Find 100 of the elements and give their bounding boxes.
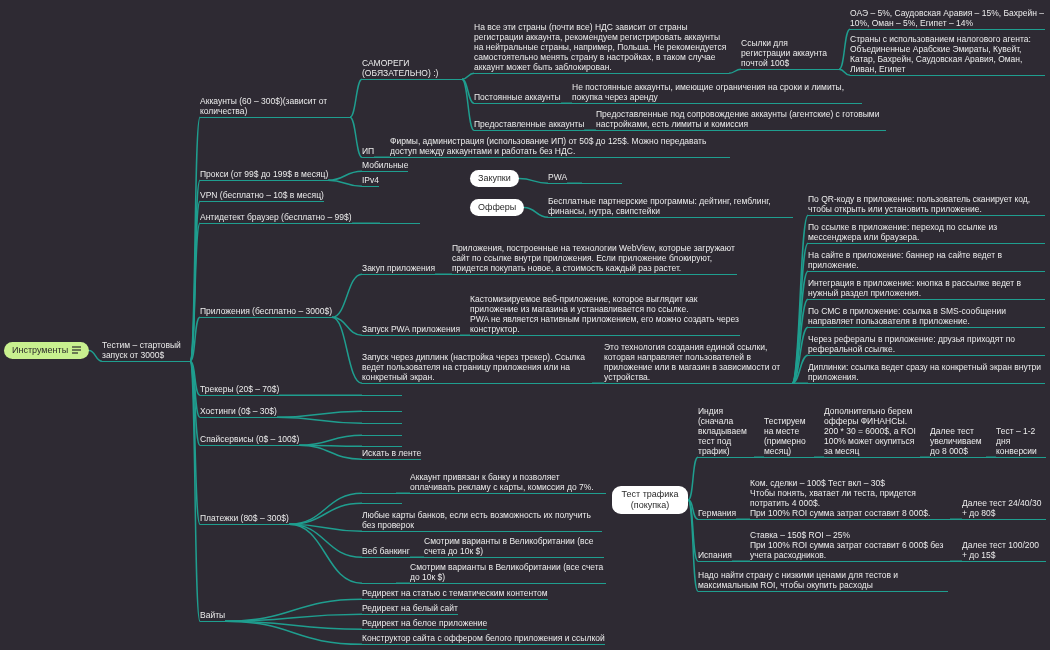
- branch-line: [949, 560, 963, 562]
- topic-paragraph: 200 * 30 = 6000$, а ROI 100% может окупиться за месяц: [824, 426, 917, 456]
- branch-line: [838, 28, 851, 70]
- branch-line: [189, 360, 201, 418]
- branch-topic: Веб банкинг: [362, 546, 410, 558]
- central-topic: Тест трафика (покупка): [612, 486, 688, 514]
- branch-line: [189, 360, 201, 396]
- branch-line: [298, 434, 363, 446]
- branch-topic: Предоставленные под сопровождение аккаунты (агентские) с готовыми настройками, есть лимиты и комиссия: [596, 109, 886, 131]
- branch-line: [461, 72, 475, 80]
- branch-line: [189, 360, 201, 525]
- central-topic: [4, 341, 90, 359]
- branch-line: [224, 620, 363, 645]
- branch-line: [985, 456, 997, 458]
- branch-topic: [824, 406, 920, 458]
- branch-topic: Закуп приложения: [362, 263, 436, 275]
- branch-topic: Ссылки для регистрации аккаунта почтой 100$: [741, 38, 839, 70]
- branch-line: [395, 492, 411, 494]
- branch-topic: Далее тест увеличиваем до 8 000$: [930, 426, 986, 458]
- branch-topic: VPN (бесплатно – 10$ в месяц): [200, 190, 324, 202]
- branch-line: [461, 78, 475, 104]
- branch-topic: Индия (сначала вкладываем тест под трафик): [698, 406, 754, 458]
- branch-line: [278, 394, 363, 396]
- branch-line: [276, 416, 363, 424]
- branch-line: [687, 456, 699, 501]
- branch-topic: Не постоянные аккаунты, имеющие ограничения на сроки и лимиты, покупка через аренду: [572, 82, 862, 104]
- branch-topic: По QR-коду в приложение: пользователь сканирует код, чтобы открыть или установить приложение.: [808, 194, 1045, 216]
- branch-line: [566, 182, 583, 184]
- branch-topic: Аккаунт привязан к банку и позволяет оплачивать рекламу с карты, комиссия до 7%.: [410, 472, 606, 494]
- branch-topic: На все эти страны (почти все) НДС зависит от страны регистрации аккаунта, рекомендуем регистрировать аккаунты на нейтральные страны, например, Польша. Не рекомендуется самостоятельно менять страну в настройках, в таком случае аккаунт может быть заблокирован.: [474, 22, 729, 74]
- topic-paragraph: PWA не является нативным приложением, его можно создать через конструктор.: [470, 314, 740, 334]
- branch-topic: [470, 294, 740, 336]
- branch-topic: Запуск через диплинк (настройка через трекер). Ссылка ведет пользователя на страницу приложения или на конкретный экран.: [362, 352, 592, 384]
- branch-topic: Фирмы, администрация (использование ИП) от 50$ до 125$. Можно передавать доступ между аккаунтами и работать без НДС.: [390, 136, 730, 158]
- branch-topic: Бесплатные партнерские программы: дейтинг, гемблинг, финансы, нутра, свипстейки: [548, 196, 793, 218]
- branch-line: [349, 116, 363, 158]
- branch-line: [373, 156, 391, 158]
- branch-line: [791, 382, 809, 384]
- branch-topic: САМОРЕГИ (ОБЯЗАТЕЛЬНО) :): [362, 58, 462, 80]
- branch-line: [276, 410, 363, 418]
- branch-topic: На сайте в приложение: баннер на сайте ведет в приложение.: [808, 250, 1045, 272]
- topic-paragraph: При 100% ROI сумма затрат составит 8 000$.: [750, 508, 932, 518]
- branch-line: [560, 102, 573, 104]
- branch-topic: Надо найти страну с низкими ценами для тестов и максимальным ROI, чтобы окупить расходы: [698, 570, 948, 592]
- branch-topic: IPv4: [362, 175, 379, 187]
- branch-topic: Смотрим варианты в Великобритании (все счета до 10к $): [410, 562, 606, 584]
- branch-topic: Любые карты банков, если есть возможность их получить без проверок: [362, 510, 602, 532]
- branch-topic: Приложения (бесплатно – 3000$): [200, 306, 332, 318]
- branch-line: [583, 129, 597, 131]
- branch-topic: Диплинки: ссылка ведет сразу на конкретный экран внутри приложения.: [808, 362, 1045, 384]
- topic-paragraph: Чтобы понять, хватает ли теста, придется потратить 4 000$.: [750, 488, 917, 508]
- branch-topic: [750, 478, 950, 520]
- branch-line: [523, 206, 549, 218]
- branch-topic: Платежки (80$ – 300$): [200, 513, 289, 525]
- topic-paragraph: Кастомизируемое веб-приложение, которое выглядит как приложение из магазина и устанавливается по ссылке.: [470, 294, 699, 314]
- branch-line: [189, 360, 201, 446]
- branch-topic: Далее тест 100/200 + до 15$: [962, 540, 1046, 562]
- branch-topic: Редирект на белое приложение: [362, 618, 488, 630]
- topic-paragraph: При 100% ROI сумма затрат составит 6 000$ без учета расходников.: [750, 540, 945, 560]
- branch-topic: Далее тест 24/40/30 + до 80$: [962, 498, 1046, 520]
- branch-topic: Испания: [698, 550, 732, 562]
- branch-line: [813, 456, 825, 458]
- branch-line: [224, 613, 363, 622]
- branch-line: [349, 78, 363, 118]
- branch-topic: Это технология создания единой ссылки, которая направляет пользователей в приложение или в магазин в зависимости от устройства.: [604, 342, 792, 384]
- branch-topic: Мобильные: [362, 160, 409, 172]
- branch-topic: Аккаунты (60 – 300$)(зависит от количества): [200, 96, 350, 118]
- branch-line: [351, 222, 381, 224]
- branch-line: [728, 68, 742, 74]
- branch-line: [331, 273, 363, 318]
- topic-paragraph: Ком. сделки – 100$ Тест вкл – 30$: [750, 478, 886, 488]
- branch-topic: Запуск PWA приложения: [362, 324, 461, 336]
- branch-topic: Тест – 1-2 дня конверсии: [996, 426, 1046, 458]
- branch-topic: Приложения, построенные на технологии WebView, которые загружают сайт по ссылке внутри приложения. Если приложение блокируют, придется покупать новое, а стоимость каждый раз растет.: [452, 243, 737, 275]
- branch-topic: Вайты: [200, 610, 226, 622]
- branch-line: [459, 334, 471, 336]
- branch-line: [591, 382, 605, 384]
- branch-topic: Редирект на статью с тематическим контентом: [362, 588, 548, 600]
- branch-line: [409, 556, 425, 558]
- branch-line: [395, 582, 411, 584]
- branch-topic: Хостинги (0$ – 30$): [200, 406, 277, 418]
- branch-topic: Страны с использованием налогового агента: Объединенные Арабские Эмираты, Кувейт, Катар, Бахрейн, Саудовская Аравия, Оман, Ливан, Египет: [850, 34, 1045, 76]
- branch-topic: Смотрим варианты в Великобритании (все счета до 10к $): [424, 536, 604, 558]
- branch-line: [189, 360, 201, 622]
- branch-topic: Антидетект браузер (бесплатно – 99$): [200, 212, 352, 224]
- branch-topic: Тестируем на месте (примерно месяц): [764, 416, 814, 458]
- topic-paragraph: Ставка – 150$ ROI – 25%: [750, 530, 852, 540]
- branch-line: [298, 444, 363, 460]
- branch-line: [791, 298, 809, 384]
- branch-topic: Постоянные аккаунты: [474, 92, 561, 104]
- branch-line: [919, 456, 931, 458]
- branch-line: [327, 170, 363, 181]
- branch-topic: Тестим – стартовый запуск от 3000$: [102, 340, 190, 362]
- branch-line: [838, 68, 851, 76]
- branch-line: [687, 499, 699, 520]
- branch-line: [949, 518, 963, 520]
- branch-line: [518, 177, 549, 184]
- topic-title: Инструменты: [12, 344, 69, 356]
- branch-line: [735, 518, 751, 520]
- branch-line: [687, 499, 699, 562]
